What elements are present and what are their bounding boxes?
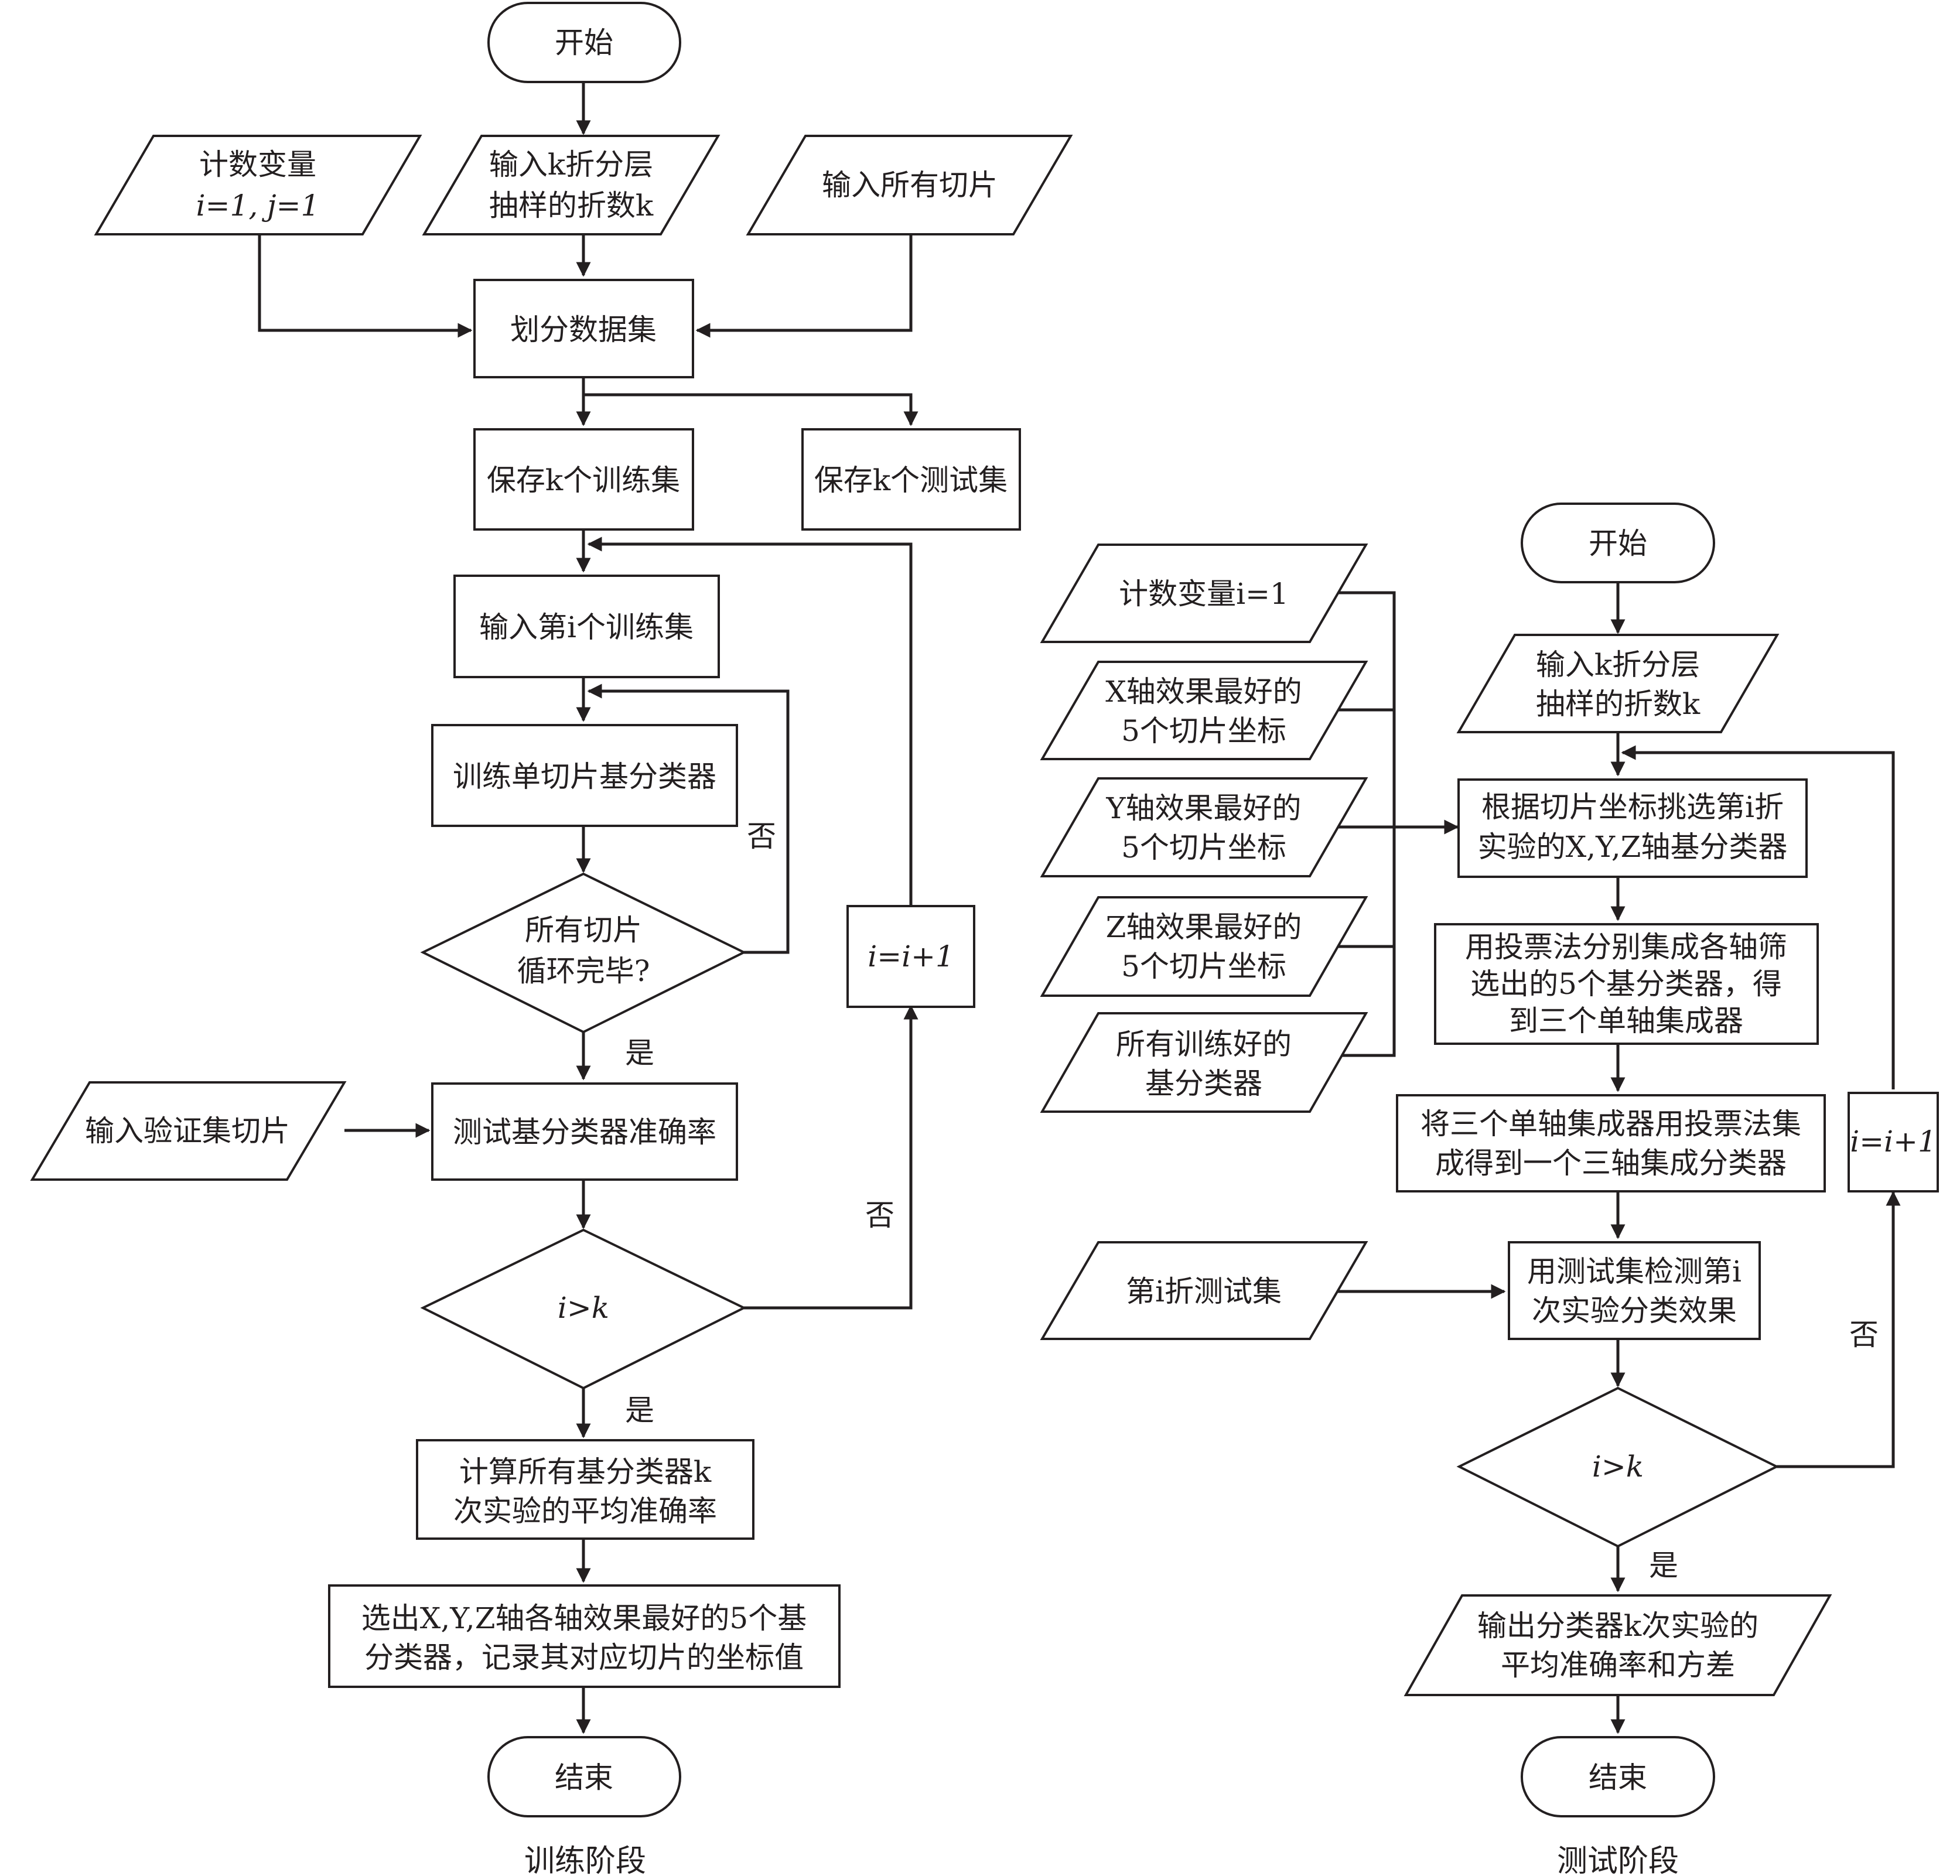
input-val-box — [30, 1081, 347, 1181]
pick-box — [1457, 778, 1808, 878]
test-set-i-box — [1040, 1241, 1368, 1340]
training-edges — [258, 82, 918, 1734]
save-train-label: 保存k个训练集 — [487, 463, 680, 497]
training-cond-decision — [420, 1228, 747, 1390]
split-dataset-box — [473, 279, 694, 378]
training-end-label: 结束 — [555, 1761, 613, 1795]
training-yes-label-2: 是 — [625, 1393, 654, 1427]
training-end-terminal — [487, 1736, 681, 1817]
input-train-i-box — [453, 575, 720, 678]
z-best-label-2: 5个切片坐标 — [1121, 949, 1286, 983]
y-best-label-2: 5个切片坐标 — [1121, 831, 1286, 864]
training-yes-label-1: 是 — [625, 1036, 654, 1070]
avg-acc-box — [416, 1439, 754, 1540]
test-acc-label: 测试基分类器准确率 — [453, 1115, 716, 1149]
train-base-box — [431, 724, 738, 827]
training-no-label-1: 否 — [747, 819, 776, 853]
testing-yes-label: 是 — [1649, 1549, 1678, 1583]
vote-axis-label-3: 到三个单轴集成器 — [1509, 1004, 1743, 1038]
detect-label-1: 用测试集检测第i — [1527, 1255, 1742, 1289]
input-val-label: 输入验证集切片 — [85, 1114, 290, 1148]
pick-label-2: 实验的X,Y,Z轴基分类器 — [1478, 830, 1788, 864]
training-cond-label: i>k — [558, 1291, 609, 1325]
vote-three-box — [1396, 1094, 1826, 1192]
save-test-box — [801, 428, 1021, 531]
training-counter-label-2: i=1, j=1 — [196, 189, 320, 223]
output-label-2: 平均准确率和方差 — [1501, 1648, 1735, 1682]
training-caption: 训练阶段 — [524, 1844, 646, 1876]
training-counter-box — [94, 135, 422, 235]
testing-end-label: 结束 — [1589, 1761, 1647, 1795]
training-input-k-label-1: 输入k折分层 — [489, 148, 653, 182]
training-input-slices-box — [746, 135, 1073, 235]
testing-input-k-box — [1456, 634, 1780, 733]
vote-three-label-1: 将三个单轴集成器用投票法集 — [1421, 1107, 1801, 1141]
testing-no-label: 否 — [1849, 1318, 1879, 1352]
testing-caption: 测试阶段 — [1557, 1844, 1679, 1876]
detect-box — [1508, 1241, 1761, 1340]
output-label-1: 输出分类器k次实验的 — [1477, 1609, 1758, 1643]
training-start-terminal — [487, 2, 681, 83]
testing-start-label: 开始 — [1589, 527, 1647, 561]
avg-acc-label-1: 计算所有基分类器k — [459, 1455, 712, 1489]
all-slices-done-decision — [420, 872, 747, 1034]
select-best-label-2: 分类器，记录其对应切片的坐标值 — [364, 1641, 804, 1675]
input-train-i-label: 输入第i个训练集 — [479, 610, 694, 644]
all-trained-label-1: 所有训练好的 — [1116, 1027, 1292, 1061]
testing-cond-decision — [1456, 1386, 1780, 1548]
train-base-label: 训练单切片基分类器 — [453, 760, 716, 794]
testing-phase: 开始 计数变量i=1 X轴效果最好的 5个切片坐标 Y轴效果最好的 5个切片坐标… — [1040, 503, 1939, 1876]
testing-end-terminal — [1521, 1736, 1715, 1817]
test-set-i-label: 第i折测试集 — [1126, 1274, 1282, 1308]
avg-acc-label-2: 次实验的平均准确率 — [453, 1494, 717, 1528]
testing-cond-label: i>k — [1592, 1450, 1644, 1484]
y-best-label-1: Y轴效果最好的 — [1105, 791, 1301, 825]
vote-axis-box — [1434, 923, 1819, 1045]
x-best-box — [1040, 661, 1368, 760]
select-best-box — [328, 1584, 841, 1688]
vote-axis-label-1: 用投票法分别集成各轴筛 — [1465, 930, 1787, 964]
vote-three-label-2: 成得到一个三轴集成分类器 — [1435, 1146, 1787, 1180]
testing-counter-label: 计数变量i=1 — [1119, 577, 1289, 611]
z-best-box — [1040, 896, 1368, 997]
output-box — [1404, 1594, 1832, 1696]
all-trained-label-2: 基分类器 — [1145, 1067, 1262, 1101]
x-best-label-1: X轴效果最好的 — [1105, 675, 1302, 709]
all-slices-done-label-1: 所有切片 — [525, 913, 642, 947]
testing-start-terminal — [1521, 503, 1715, 583]
testing-input-k-label-1: 输入k折分层 — [1536, 648, 1700, 682]
training-input-k-label-2: 抽样的折数k — [489, 189, 654, 223]
test-acc-box — [431, 1082, 738, 1181]
training-phase: 开始 计数变量 i=1, j=1 输入k折分层 抽样的折数k 输入所有切片 划分… — [30, 2, 1073, 1876]
training-input-k-box — [422, 135, 721, 235]
training-incr-box — [846, 905, 975, 1008]
split-dataset-label: 划分数据集 — [510, 313, 657, 347]
save-train-box — [473, 428, 694, 531]
testing-input-k-label-2: 抽样的折数k — [1536, 687, 1701, 721]
training-start-label: 开始 — [555, 26, 613, 60]
detect-label-2: 次实验分类效果 — [1532, 1294, 1737, 1328]
testing-counter-box — [1040, 544, 1368, 643]
select-best-label-1: 选出X,Y,Z轴各轴效果最好的5个基 — [361, 1601, 807, 1635]
all-trained-box — [1040, 1012, 1368, 1113]
training-input-slices-label: 输入所有切片 — [822, 168, 998, 202]
pick-label-1: 根据切片坐标挑选第i折 — [1481, 790, 1784, 824]
training-counter-label-1: 计数变量 — [199, 148, 316, 182]
x-best-label-2: 5个切片坐标 — [1121, 714, 1286, 748]
testing-incr-box — [1848, 1092, 1939, 1192]
vote-axis-label-2: 选出的5个基分类器，得 — [1470, 967, 1782, 1001]
testing-incr-label: i=i+1 — [1850, 1125, 1937, 1159]
all-slices-done-label-2: 循环完毕? — [517, 954, 650, 988]
training-no-label-2: 否 — [865, 1198, 894, 1232]
save-test-label: 保存k个测试集 — [814, 463, 1008, 497]
y-best-box — [1040, 777, 1368, 877]
training-incr-label: i=i+1 — [868, 939, 954, 973]
z-best-label-1: Z轴效果最好的 — [1106, 910, 1302, 944]
